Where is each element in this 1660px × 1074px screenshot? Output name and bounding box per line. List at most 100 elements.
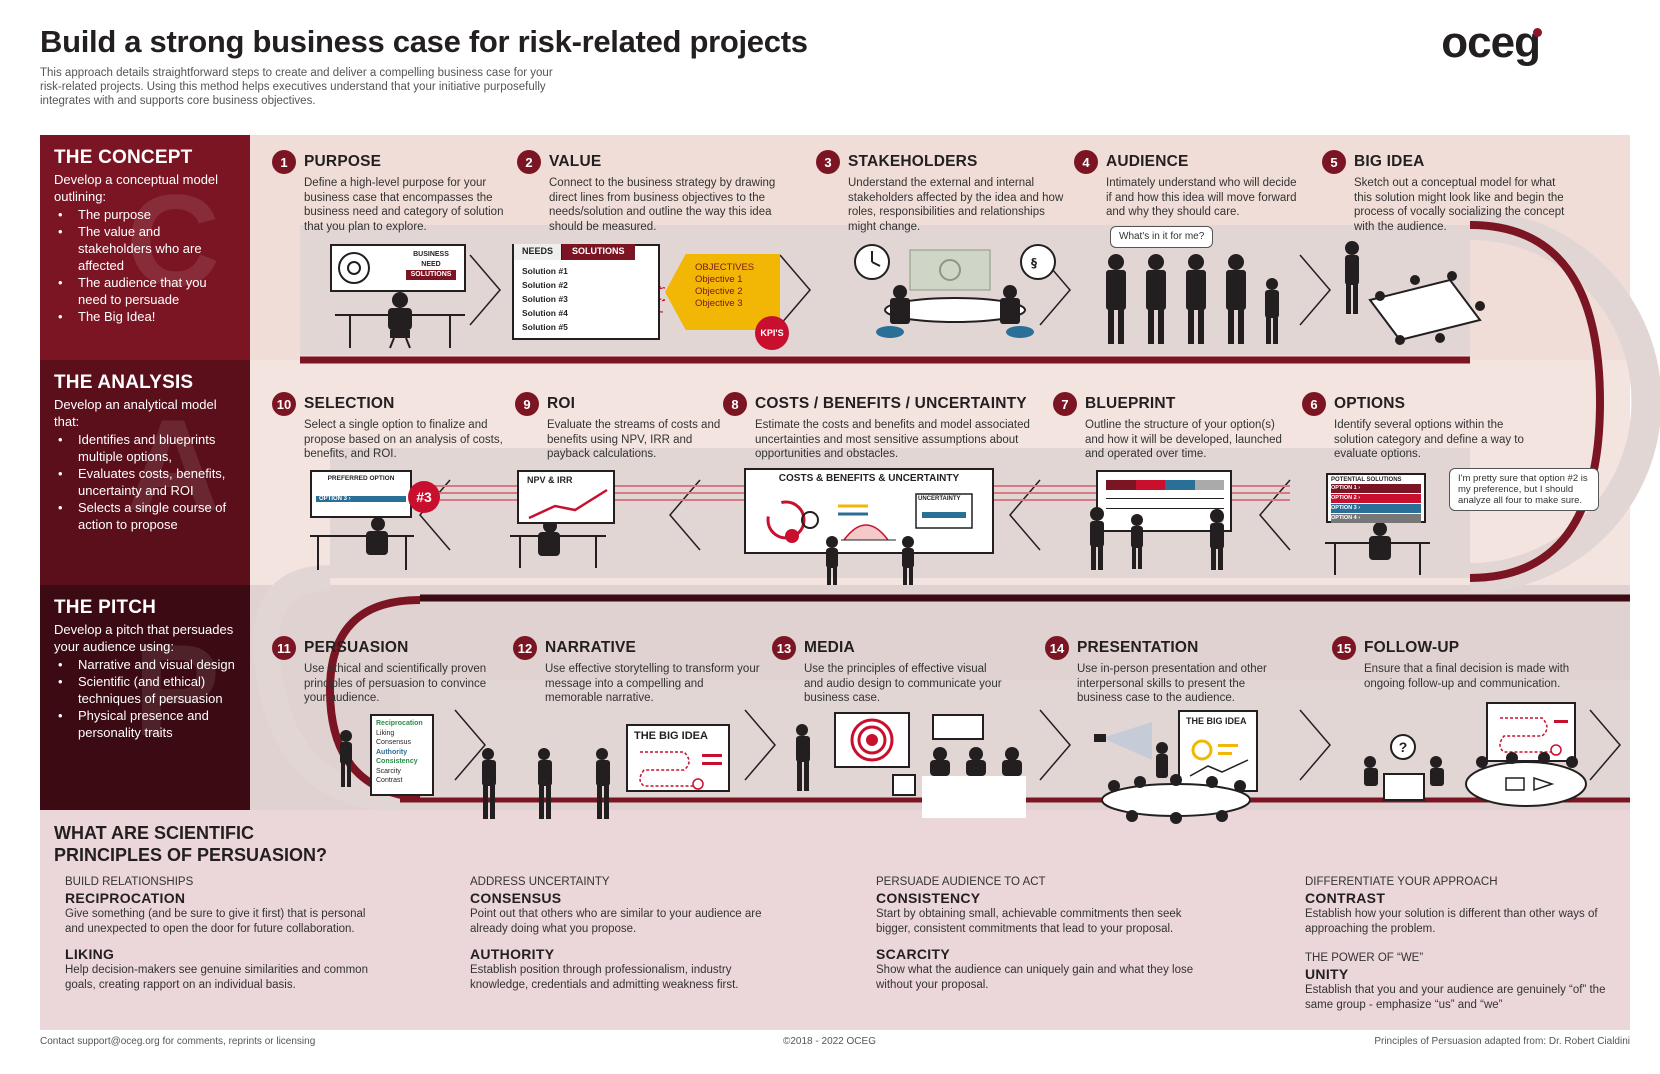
media-board [834,712,910,768]
step-title: VALUE [549,153,602,170]
step-desc: Define a high-level purpose for your bus… [304,177,504,233]
principle-category: ADDRESS UNCERTAINTY [470,876,610,888]
principle-name: UNITY [1305,966,1349,982]
step-number: 9 [515,392,539,416]
narrative-journey-icon [639,751,722,790]
cbu-board-title: COSTS & BENEFITS & UNCERTAINTY [778,473,960,484]
presentation-meeting-icon [1094,722,1251,824]
section-bullets: Identifies and blueprints multiple optio… [54,431,236,533]
principle-desc: Point out that others who are similar to… [470,908,762,935]
principle-desc: Establish that you and your audience are… [1305,984,1606,1011]
step-title: MEDIA [804,639,855,656]
bullet-item: Physical presence and personality traits [54,707,236,741]
section-analysis: A THE ANALYSIS Develop an analytical mod… [40,360,250,585]
blueprint-timeline [1106,480,1224,490]
purpose-board-labels: BUSINESS NEED SOLUTIONS [406,250,456,280]
step-title: NARRATIVE [545,639,637,656]
step-desc: Identify several options within the solu… [1334,419,1524,460]
section-pitch: P THE PITCH Develop a pitch that persuad… [40,585,250,810]
selection-badge: #3 [408,481,440,513]
principle-authority: AUTHORITY Establish position through pro… [470,944,790,992]
principle-consistency: PERSUADE AUDIENCE TO ACT CONSISTENCY Sta… [876,876,1216,936]
step-number: 7 [1053,392,1077,416]
step-desc: Evaluate the streams of costs and benefi… [547,419,721,460]
narrative-board-title: THE BIG IDEA [634,730,708,742]
audience-bubble: What's in it for me? [1110,226,1214,248]
principle-desc: Help decision-makers see genuine similar… [65,964,368,991]
step-number: 13 [772,636,796,660]
persuasion-section-title: WHAT ARE SCIENTIFIC PRINCIPLES OF PERSUA… [54,823,328,865]
value-solutions-list: Solution #1 Solution #2 Solution #3 Solu… [522,266,568,332]
blueprint-board [1096,470,1232,532]
step-number: 4 [1074,150,1098,174]
media-presenter-icon [796,724,810,791]
media-audience-icon [930,747,1022,776]
audience-people-icon [1106,254,1279,344]
step-desc: Use the principles of effective visual a… [804,663,1002,704]
media-table [922,776,1026,818]
footer-copyright: ©2018 - 2022 OCEG [783,1036,876,1047]
purpose-board: BUSINESS NEED SOLUTIONS [330,244,466,292]
step-desc: Use ethical and scientifically proven pr… [304,663,487,704]
step-number: 3 [816,150,840,174]
narrative-board: THE BIG IDEA [626,724,730,792]
persuasion-board: Reciprocation Liking Consensus Authority… [370,714,434,796]
section-bullets: Narrative and visual design Scientific (… [54,656,236,741]
section-title: THE ANALYSIS [54,372,194,393]
options-board: POTENTIAL SOLUTIONS OPTION 1 › OPTION 2 … [1326,473,1426,523]
step-title: FOLLOW-UP [1364,639,1460,656]
tab-solutions: SOLUTIONS [562,244,635,260]
bullet-item: The Big Idea! [54,308,236,325]
section-desc: Develop a conceptual model outlining: [54,172,219,204]
stakeholders-icon: § [854,244,1056,338]
principle-liking: LIKING Help decision-makers see genuine … [65,944,385,992]
step-desc: Select a single option to finalize and p… [304,419,503,460]
step-title: SELECTION [304,395,395,412]
step-desc: Outline the structure of your option(s) … [1085,419,1282,460]
bullet-item: Scientific (and ethical) techniques of p… [54,673,236,707]
persuasion-person-icon [340,730,352,787]
cbu-people-icon [826,536,914,585]
section-desc: Develop an analytical model that: [54,397,217,429]
options-list: OPTION 1 › OPTION 2 › OPTION 3 › OPTION … [1331,484,1421,523]
value-tabs: NEEDS SOLUTIONS [514,244,635,260]
section-bullets: The purpose The value and stakeholders w… [54,206,236,325]
step-title: PURPOSE [304,153,382,170]
step-title: BIG IDEA [1354,153,1425,170]
section-concept: C THE CONCEPT Develop a conceptual model… [40,135,250,360]
principle-name: CONSENSUS [470,890,562,906]
selection-desk-icon [310,518,414,570]
principle-name: CONSISTENCY [876,890,981,906]
options-bubble: I'm pretty sure that option #2 is my pre… [1449,468,1599,511]
svg-text:§: § [1031,256,1037,270]
roi-growth-line-icon [528,488,608,520]
step-number: 14 [1045,636,1069,660]
step-desc: Estimate the costs and benefits and mode… [755,419,1030,460]
principle-unity: THE POWER OF “WE” UNITY Establish that y… [1305,952,1625,1012]
page-intro: This approach details straightforward st… [40,67,553,107]
options-board-title: POTENTIAL SOLUTIONS [1331,477,1402,483]
target-icon [338,252,370,284]
selection-option: OPTION 3 › [316,496,406,502]
cbu-mini-label: UNCERTAINTY [918,496,961,502]
principle-desc: Give something (and be sure to give it f… [65,908,366,935]
principle-category: BUILD RELATIONSHIPS [65,876,194,888]
oceg-logo: oceg [1441,18,1541,67]
purpose-desk-icon [335,292,465,349]
principle-name: SCARCITY [876,946,950,962]
step-title: ROI [547,395,576,412]
options-desk-icon [1325,523,1430,575]
principle-name: AUTHORITY [470,946,555,962]
principle-category: DIFFERENTIATE YOUR APPROACH [1305,876,1498,888]
step-desc: Sketch out a conceptual model for what t… [1354,177,1565,233]
step-title: OPTIONS [1334,395,1406,412]
narrative-people-icon [482,748,610,819]
principle-desc: Start by obtaining small, achievable com… [876,908,1182,935]
principle-desc: Establish position through professionali… [470,964,739,991]
bullet-item: Identifies and blueprints multiple optio… [54,431,236,465]
step-desc: Connect to the business strategy by draw… [549,177,776,233]
